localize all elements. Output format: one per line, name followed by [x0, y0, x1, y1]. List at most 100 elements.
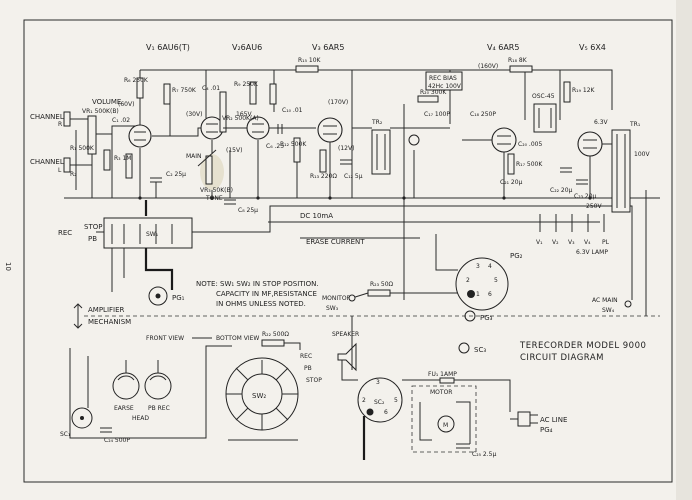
pilot-v1: V₁	[536, 239, 543, 246]
label-c17: C₁₇ 100P	[424, 111, 450, 118]
channel-l-label: CHANNEL	[30, 158, 64, 166]
motor-cap-label: C₂₅ 2.5μ	[472, 451, 496, 458]
resistor-r19	[563, 81, 571, 103]
sc3-connector[interactable]	[458, 342, 470, 354]
input-section: CHANNEL R CHANNEL L VOLUME VR₁ 500K(B)	[30, 98, 136, 198]
r22-label: R₂₂ 500Ω	[262, 331, 289, 338]
output-stage: TR₂ REC BIAS 42Hc 100V R₂₀ 300K C₁₇ 100P…	[352, 57, 596, 198]
label-r6: R₆ 250K	[124, 77, 149, 84]
resistor-r9	[249, 81, 257, 105]
note-line-3: IN OHMS UNLESS NOTED.	[216, 300, 306, 308]
pg2-label: PG₂	[510, 252, 523, 260]
ac-line-label: AC LINE	[540, 416, 567, 424]
cap-c10	[277, 124, 283, 134]
channel-r-sub: R	[58, 121, 62, 128]
bottom-view-label: BOTTOM VIEW	[216, 335, 259, 342]
svg-text:5: 5	[494, 277, 498, 284]
rec-bias-line1: REC BIAS	[429, 75, 457, 82]
label-c4: C₄ .01	[202, 85, 220, 92]
svg-text:(170V): (170V)	[328, 99, 348, 106]
v2-stage: (30V) 165V (15V) MAIN VR₃ 50K(B) TONE VR…	[170, 81, 284, 214]
main-label: MAIN	[186, 153, 202, 160]
label-c10: C₁₀ .01	[282, 107, 303, 114]
pbrec-head	[144, 372, 172, 400]
resistor-r3	[103, 149, 111, 171]
label-r18: R₁₈ 8K	[508, 57, 528, 64]
pg2-connector[interactable]: 3 4 2 5 1 6	[455, 257, 509, 311]
label-c8: C₈ 25μ	[238, 207, 258, 214]
svg-text:(160V): (160V)	[478, 63, 498, 70]
svg-text:4: 4	[488, 263, 492, 270]
motor-symbol	[437, 415, 455, 433]
sc1-label: SC₁	[60, 431, 71, 438]
ac-main-switch[interactable]	[624, 300, 632, 308]
tr1-label: TR₁	[629, 121, 641, 128]
monitor-sw-label: SW₃	[326, 305, 339, 312]
sc2-connector[interactable]: SC₂ 3 2 5 6	[357, 377, 403, 423]
osc-label: OSC-45	[532, 93, 555, 100]
cap-c12	[340, 159, 352, 165]
rotary-switch-sw2[interactable]: SW₂	[225, 357, 299, 431]
tube-label-v4: V₄ 6AR5	[487, 43, 519, 52]
fuse-label: FU₁ 1AMP	[428, 371, 457, 378]
resistor-r20	[417, 95, 439, 103]
sw1-label: SW₁	[146, 231, 159, 238]
resistor-r7	[163, 83, 171, 105]
svg-text:(12V): (12V)	[338, 145, 354, 152]
resistor-r18	[509, 65, 533, 73]
resistor-r17	[507, 153, 515, 175]
tone-pot[interactable]	[205, 155, 213, 185]
cap-c22	[560, 167, 572, 173]
stop-label: STOP	[84, 223, 102, 231]
label-r13: R₁₃ 220Ω	[310, 173, 337, 180]
svg-text:1: 1	[476, 291, 480, 298]
sc2-label: SC₂	[374, 399, 385, 406]
rec-label: REC	[58, 229, 72, 237]
pilot-v4: V₄	[584, 239, 591, 246]
pos-rec: REC	[300, 353, 312, 360]
pbrec-head-label: PB REC	[148, 405, 170, 412]
label-r7: R₇ 750K	[172, 87, 197, 94]
label-r12: R₁₂ 500K	[280, 141, 307, 148]
ac-line-plug[interactable]	[510, 411, 538, 427]
resistor-r22	[261, 339, 285, 347]
erase-head	[112, 372, 140, 400]
label-r20: R₂₀ 300K	[420, 89, 447, 96]
svg-text:100V: 100V	[634, 151, 650, 158]
board-border	[23, 19, 673, 483]
function-switch-sw1[interactable]: STOP PB REC SW₁	[58, 217, 193, 249]
cap-c23	[576, 179, 588, 185]
speaker-label: SPEAKER	[332, 331, 359, 338]
pot-vr2[interactable]	[219, 91, 227, 133]
label-c20: C₂₀ .005	[518, 141, 542, 148]
svg-text:(60V): (60V)	[118, 101, 134, 108]
note-line-2: CAPACITY IN MF,RESISTANCE	[216, 290, 317, 298]
channel-l-sub: L	[58, 167, 62, 174]
tube-v3	[317, 117, 343, 143]
monitor-r-label: R₂₃ 50Ω	[370, 281, 394, 288]
mechanism-label: MECHANISM	[88, 318, 131, 326]
sc3-label: SC₃	[474, 346, 486, 354]
motor-label: MOTOR	[430, 389, 452, 396]
tube-label-v3: V₃ 6AR5	[312, 43, 344, 52]
svg-text:250V: 250V	[586, 203, 602, 210]
jack-channel-r[interactable]	[63, 111, 71, 127]
c24-label: C₂₄ 500P	[104, 437, 130, 444]
ac-main-label: AC MAIN	[592, 297, 618, 304]
label-c23: C₂₃ 20μ	[574, 193, 597, 200]
label-r15: R₁₅ 10K	[298, 57, 322, 64]
pilot-v2: V₂	[552, 239, 559, 246]
osc-coil	[533, 103, 557, 133]
jack-channel-l[interactable]	[63, 157, 71, 173]
rec-bias-box[interactable]	[425, 71, 463, 91]
svg-text:6: 6	[488, 291, 492, 298]
resistor-r4	[125, 153, 133, 179]
monitor-switch[interactable]	[348, 294, 356, 302]
cap-c8	[224, 199, 236, 205]
label-c2: C₂ 25μ	[166, 171, 186, 178]
ac-line-pg: PG₄	[540, 426, 553, 434]
label-c22: C₂₂ 20μ	[550, 187, 573, 194]
lamp-monitor	[408, 134, 420, 146]
svg-text:5: 5	[394, 397, 398, 404]
